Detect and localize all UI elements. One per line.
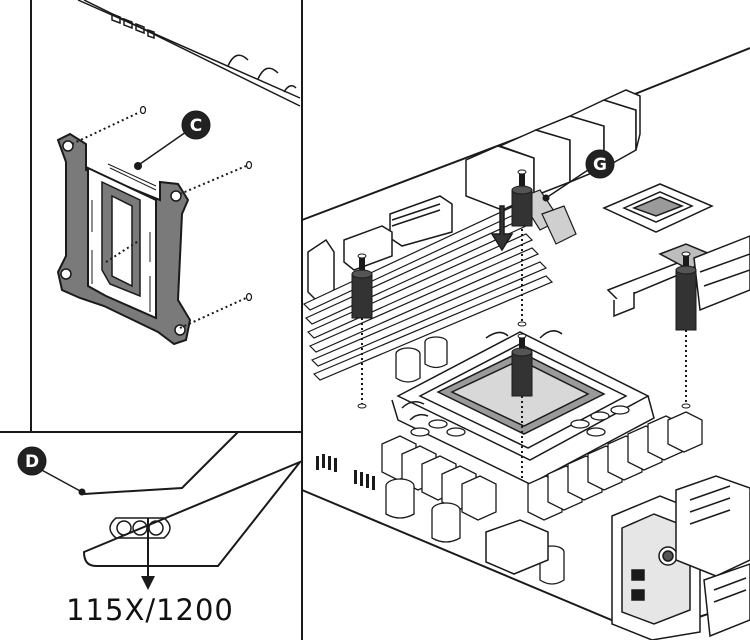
backplate-panel: C [56, 0, 301, 346]
header-connectors [307, 195, 453, 301]
memory-slots [302, 205, 554, 381]
screw-guides [71, 111, 247, 329]
motherboard-outline [301, 47, 750, 635]
panel-frames [0, 0, 303, 640]
socket-label: 115X/1200 [66, 593, 234, 627]
socket-setting-panel: D 115X/1200 [17, 431, 304, 627]
callout-c: C [139, 110, 211, 165]
rear-io-ports [485, 475, 750, 640]
io-connectors [465, 89, 641, 211]
backplate-bracket [56, 132, 192, 346]
callout-g-label: G [593, 155, 607, 175]
standoff-center [511, 333, 533, 397]
capacitors [385, 336, 630, 585]
vrm-components [381, 411, 703, 521]
standoff-top [511, 169, 533, 327]
callout-d-label: D [25, 452, 39, 472]
standoff-right [675, 251, 697, 409]
callout-c-label: C [190, 116, 202, 136]
callout-d: D [17, 446, 86, 496]
standoff-icon [351, 169, 697, 409]
chipset [602, 183, 714, 233]
down-arrow-icon [490, 205, 514, 252]
down-arrow-icon [141, 518, 155, 590]
standoff-guides [361, 224, 687, 480]
callout-g: G [542, 149, 615, 202]
pin-headers [316, 454, 375, 490]
motherboard-panel: G [301, 47, 750, 640]
setting-card [82, 431, 304, 567]
motherboard-edge [77, 0, 301, 107]
screw-icon [139, 105, 253, 302]
standoff-left [351, 253, 373, 409]
